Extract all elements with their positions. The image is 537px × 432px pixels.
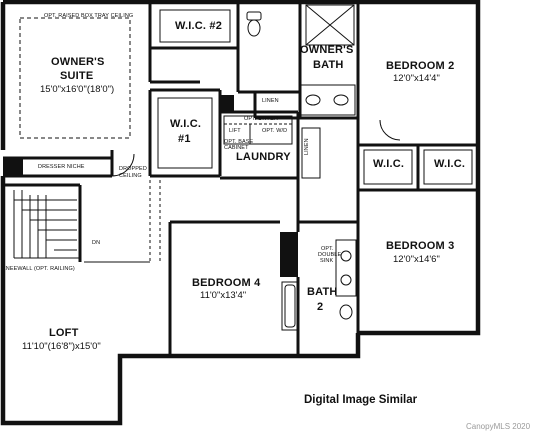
owners-bath-label-1: OWNER'S bbox=[300, 44, 354, 56]
bedroom2-label: BEDROOM 2 bbox=[386, 60, 455, 72]
opt-double-sink-2: DOUBLE bbox=[318, 252, 342, 258]
wic1-label-1: W.I.C. bbox=[170, 118, 202, 130]
laundry-linen-side: LINEN bbox=[304, 138, 310, 155]
bedroom3-bath2-walls bbox=[296, 178, 360, 356]
toilet-tank bbox=[246, 11, 262, 21]
opt-double-sink-3: SINK bbox=[320, 258, 334, 264]
double-sink-vanity bbox=[335, 239, 357, 297]
dresser-niche-label: DRESSER NICHE bbox=[38, 164, 85, 170]
image-caption: Digital Image Similar bbox=[304, 394, 418, 406]
bedroom4-walls bbox=[168, 220, 280, 356]
wall-block-2 bbox=[3, 158, 23, 176]
stair-dn-label: DN bbox=[92, 240, 101, 246]
tray-ceiling-outline bbox=[19, 17, 131, 139]
loft-dims: 11'10"(16'8")x15'0" bbox=[22, 341, 101, 352]
bath2-label-1: BATH bbox=[307, 286, 338, 298]
owners-bath-label-2: BATH bbox=[313, 59, 344, 71]
opt-double-sink-1: OPT. bbox=[321, 246, 334, 252]
owners-suite-ceiling-note: OPT. RAISED BOX TRAY CEILING bbox=[44, 13, 134, 19]
wic2-label: W.I.C. #2 bbox=[175, 20, 223, 32]
bath2-label-2: 2 bbox=[317, 301, 324, 313]
exterior-walls bbox=[0, 0, 481, 426]
laundry-cabinet: CABINET bbox=[224, 145, 249, 151]
bedroom3-label: BEDROOM 3 bbox=[386, 240, 455, 252]
owners-bath-walls bbox=[236, 2, 360, 145]
bathtub bbox=[281, 281, 299, 331]
owners-suite-dims: 15'0"x16'0"(18'0") bbox=[40, 84, 115, 95]
shower bbox=[305, 4, 355, 46]
stair-walls bbox=[3, 183, 82, 262]
laundry-opt-washer: OPT. W/D bbox=[262, 128, 288, 134]
dropped-ceiling-label-1: DROPPED bbox=[119, 166, 147, 172]
laundry-label: LAUNDRY bbox=[236, 151, 291, 163]
washer-dryer-area bbox=[223, 115, 293, 145]
watermark-text: CanopyMLS 2020 bbox=[466, 422, 531, 431]
bedroom4-dims: 11'0"x13'4" bbox=[200, 290, 247, 301]
bedroom3-dims: 12'0"x14'6" bbox=[393, 254, 440, 265]
bath-linen-label: LINEN bbox=[262, 98, 279, 104]
wic2-walls bbox=[150, 2, 240, 50]
owners-suite-label-1: OWNER'S bbox=[51, 56, 105, 68]
laundry-lift: LIFT bbox=[229, 128, 241, 134]
kneewall-label: KNEEWALL (OPT. RAILING) bbox=[2, 266, 75, 272]
wall-block-1 bbox=[220, 95, 234, 112]
bedroom2-walls bbox=[356, 143, 478, 192]
wic1-label-2: #1 bbox=[178, 133, 191, 145]
laundry-opt-base: OPT. BASE bbox=[224, 139, 254, 145]
stair-treads bbox=[13, 190, 80, 259]
loft-label: LOFT bbox=[49, 327, 79, 339]
dropped-ceiling-label-2: CEILING bbox=[119, 173, 142, 179]
owners-suite-label-2: SUITE bbox=[60, 70, 94, 82]
bath2-toilet bbox=[339, 304, 353, 320]
linen-closet-side bbox=[301, 127, 321, 179]
wall-block-3 bbox=[280, 232, 298, 277]
vanity bbox=[300, 84, 356, 116]
bedroom2-dims: 12'0"x14'4" bbox=[393, 73, 440, 84]
laundry-opt-dryer: OPT. DRYER bbox=[244, 116, 278, 122]
bedroom4-label: BEDROOM 4 bbox=[192, 277, 261, 289]
wic-bed2-left-label: W.I.C. bbox=[373, 158, 405, 170]
wic-bed2-right-label: W.I.C. bbox=[434, 158, 466, 170]
